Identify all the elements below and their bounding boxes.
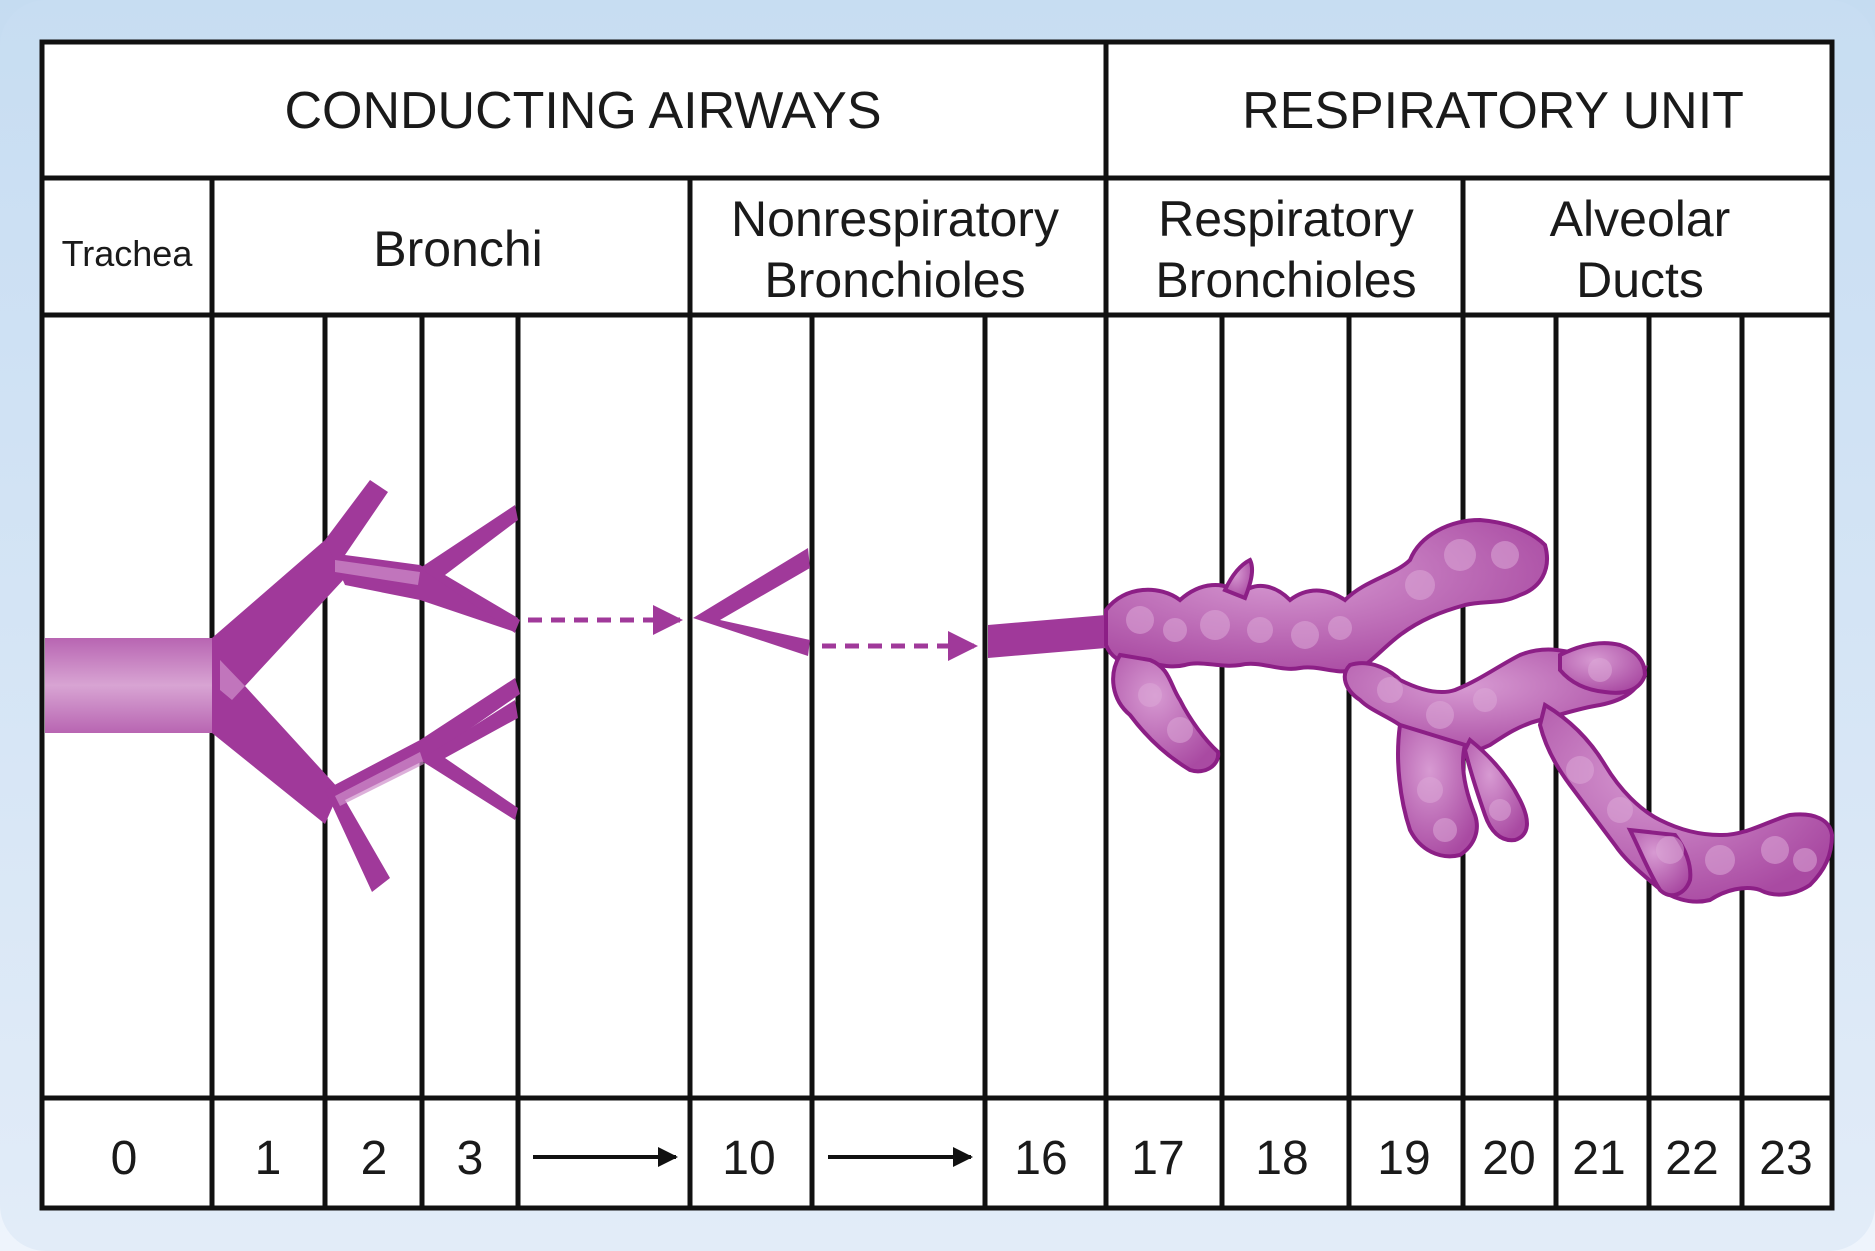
generation-number: 18	[1255, 1132, 1308, 1185]
table-horizontal-lines	[42, 175, 1832, 1101]
bronchi-highlights	[220, 560, 424, 806]
generation-number: 3	[457, 1132, 484, 1185]
generation-number: 10	[722, 1132, 775, 1185]
generation-number: 2	[361, 1132, 388, 1185]
generation-number: 20	[1482, 1132, 1535, 1185]
bronchiole-fork	[693, 548, 810, 656]
terminal-bronchiole	[988, 615, 1106, 658]
generation-number: 22	[1665, 1132, 1718, 1185]
zone-label-alveolar-line1: Alveolar	[1550, 191, 1731, 247]
zone-label-nonrespiratory-line1: Nonrespiratory	[731, 191, 1059, 247]
generation-number: 19	[1377, 1132, 1430, 1185]
generation-number: 16	[1014, 1132, 1067, 1185]
generation-number: 17	[1131, 1132, 1184, 1185]
section-label-conducting-airways: CONDUCTING AIRWAYS	[284, 82, 881, 140]
zone-label-respiratory-line1: Respiratory	[1158, 191, 1414, 247]
section-label-respiratory-unit: RESPIRATORY UNIT	[1242, 82, 1744, 140]
generation-number: 0	[111, 1132, 138, 1185]
zone-label-nonrespiratory-line2: Bronchioles	[764, 252, 1025, 308]
generation-number: 21	[1572, 1132, 1625, 1185]
generation-number: 1	[255, 1132, 282, 1185]
zone-label-trachea: Trachea	[62, 233, 194, 274]
generation-numbers: 0 1 2 3 10 16 17 18 19 20 21 22 23	[111, 1132, 1813, 1185]
generation-number: 23	[1759, 1132, 1812, 1185]
zone-label-respiratory-line2: Bronchioles	[1155, 252, 1416, 308]
zone-label-bronchi: Bronchi	[373, 221, 543, 277]
table-outline	[39, 39, 1835, 1211]
zone-label-alveolar-line2: Ducts	[1576, 252, 1704, 308]
trachea-tube	[45, 638, 212, 733]
alveoli-texture	[1126, 539, 1817, 875]
